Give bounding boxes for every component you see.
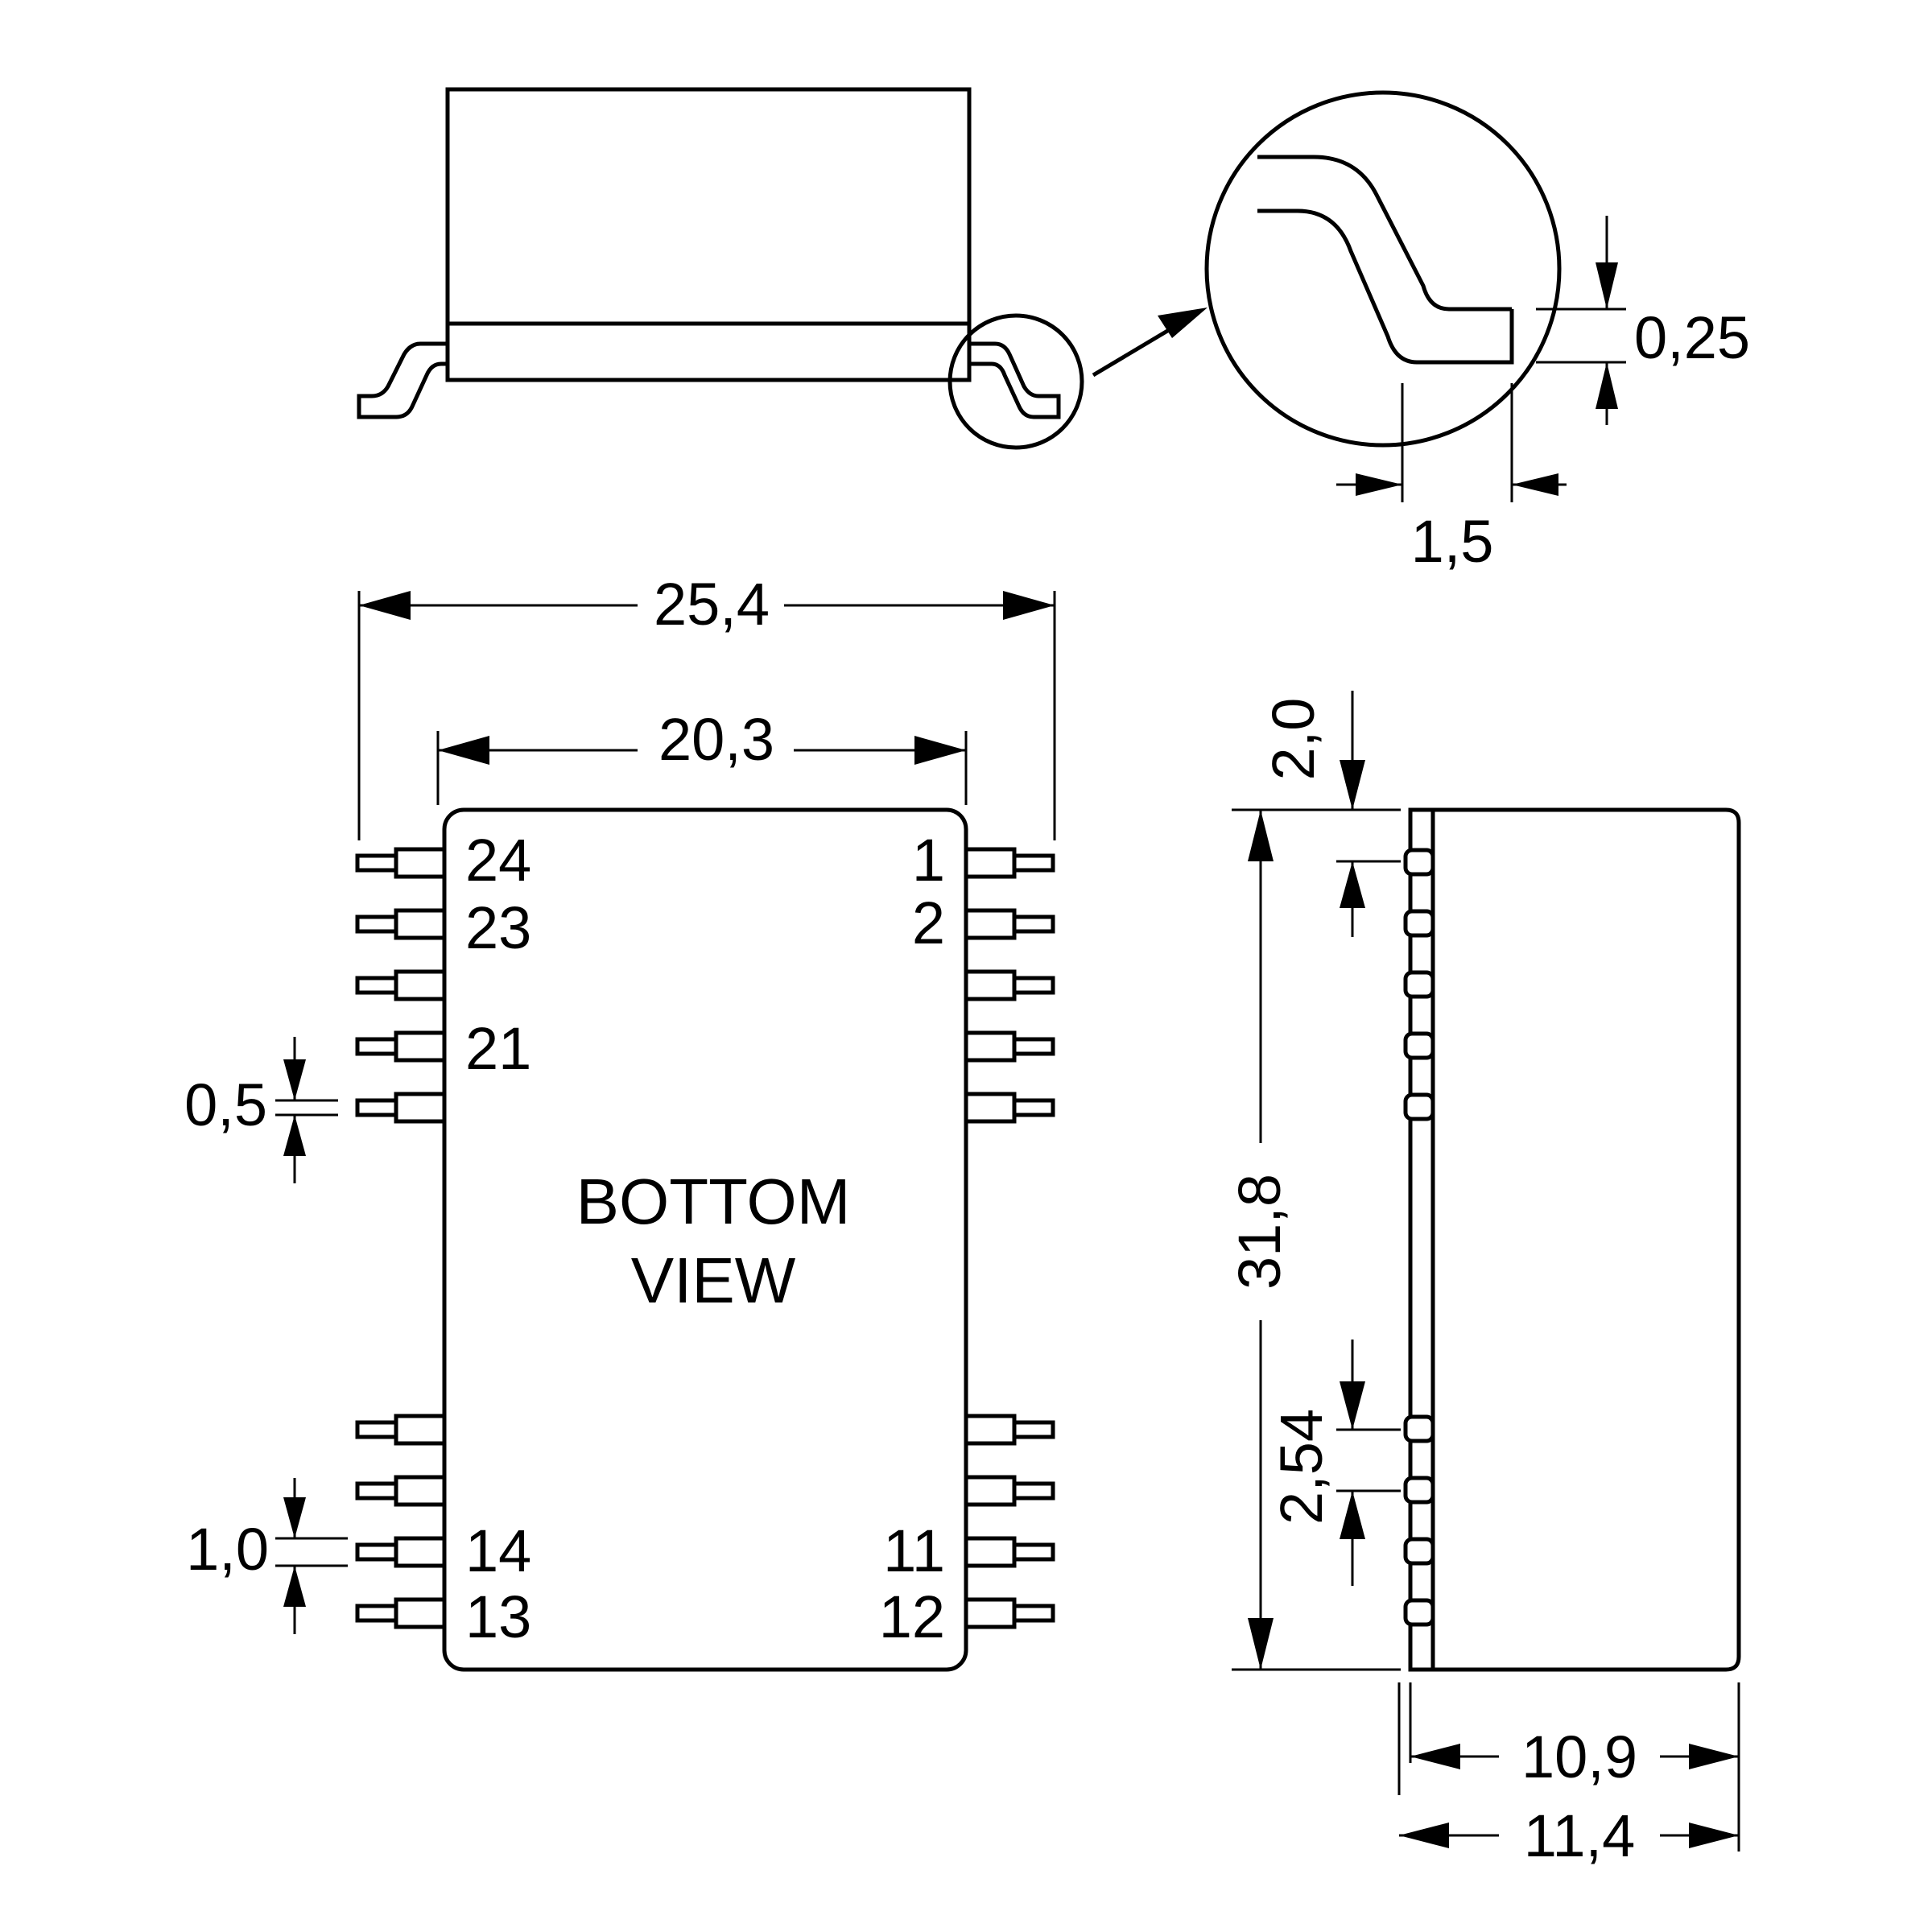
dim-10-arrow-top (283, 1497, 306, 1538)
side-elevation: 31,8 2,0 2,54 10,9 11,4 (1226, 691, 1741, 1869)
pin-label-2: 2 (912, 890, 945, 956)
dim-20-arrow-bottom (1340, 861, 1365, 908)
dim-10-arrow-bottom (283, 1566, 306, 1607)
dim-109-arrow-left (1410, 1744, 1460, 1769)
dim-114-arrow-left (1399, 1823, 1449, 1848)
dim-15-text: 1,5 (1411, 508, 1494, 575)
pin-label-21: 21 (465, 1015, 531, 1082)
dim-05-arrow-top (283, 1059, 306, 1100)
bottom-view-title-line1: BOTTOM (576, 1166, 851, 1237)
pin-label-23: 23 (465, 894, 531, 961)
pin-label-24: 24 (465, 827, 531, 894)
pin-label-12: 12 (879, 1583, 945, 1650)
detail-circle (1204, 90, 1562, 448)
lead-lower-edge (1257, 208, 1514, 365)
side-left-lead (357, 341, 448, 419)
dim-254-text: 25,4 (654, 571, 770, 638)
dim-05-arrow-bottom (283, 1115, 306, 1156)
pin-3 (964, 969, 1055, 1001)
dim-15-arrow-left (1356, 473, 1402, 496)
dim-025-arrow-top (1596, 262, 1618, 309)
lead-upper-edge (1257, 155, 1512, 312)
dim-254-arrow-left (359, 591, 411, 620)
side-body (445, 87, 972, 382)
side-right-lead (969, 341, 1061, 419)
pin-label-14: 14 (465, 1517, 531, 1584)
detail-marker-circle (947, 313, 1084, 450)
pin-20 (355, 1092, 447, 1124)
detail-arrow-line (1092, 323, 1179, 378)
pin-2 (964, 908, 1055, 940)
pin-1 (964, 847, 1055, 879)
dim-05-text: 0,5 (184, 1071, 267, 1138)
dim-203-arrow-right (914, 736, 966, 765)
dim-109-arrow-right (1689, 1744, 1739, 1769)
dim-10-text: 1,0 (186, 1516, 269, 1583)
dim-114-text: 11,4 (1524, 1802, 1636, 1869)
pin-16 (355, 1414, 447, 1446)
elevation-board (1408, 807, 1435, 1672)
dim-109-text: 10,9 (1521, 1724, 1637, 1790)
bottom-view-title-line2: VIEW (631, 1245, 796, 1316)
side-view (357, 87, 1208, 450)
detail-arrow-head (1158, 308, 1208, 338)
pin-13 (355, 1597, 447, 1629)
dim-20-text: 2,0 (1260, 698, 1327, 781)
dim-114-arrow-right (1689, 1823, 1739, 1848)
dim-254p-arrow-top (1340, 1381, 1365, 1430)
elevation-pin-pads (1403, 848, 1435, 1627)
left-pins (355, 847, 447, 1629)
dim-254-arrow-right (1003, 591, 1055, 620)
dim-318-arrow-top (1248, 810, 1274, 861)
bottom-view: 25,4 20,3 (184, 571, 1056, 1672)
pin-24 (355, 847, 447, 879)
pin-21 (355, 1030, 447, 1063)
elevation-body (1416, 807, 1741, 1672)
dim-203-text: 20,3 (658, 706, 774, 773)
dim-20-arrow-top (1340, 760, 1365, 810)
pin-10 (964, 1475, 1055, 1507)
dim-203-arrow-left (438, 736, 489, 765)
pin-15 (355, 1475, 447, 1507)
bottom-view-body (442, 807, 968, 1672)
right-pins (964, 847, 1055, 1629)
pin-9 (964, 1414, 1055, 1446)
pin-14 (355, 1536, 447, 1568)
dim-254p-text: 2,54 (1268, 1409, 1335, 1525)
pin-4 (964, 1030, 1055, 1063)
pin-label-1: 1 (912, 827, 945, 894)
dim-025-arrow-bottom (1596, 362, 1618, 409)
pin-12 (964, 1597, 1055, 1629)
pin-5 (964, 1092, 1055, 1124)
dim-318-text: 31,8 (1226, 1174, 1293, 1290)
pin-23 (355, 908, 447, 940)
dim-254p-arrow-bottom (1340, 1491, 1365, 1539)
dim-15-arrow-right (1512, 473, 1558, 496)
lead-detail: 0,25 1,5 (1204, 90, 1750, 575)
pin-11 (964, 1536, 1055, 1568)
dim-318-arrow-bottom (1248, 1618, 1274, 1670)
pin-22 (355, 969, 447, 1001)
pin-label-13: 13 (465, 1583, 531, 1650)
pin-label-11: 11 (883, 1517, 945, 1584)
dim-025-text: 0,25 (1634, 304, 1750, 371)
